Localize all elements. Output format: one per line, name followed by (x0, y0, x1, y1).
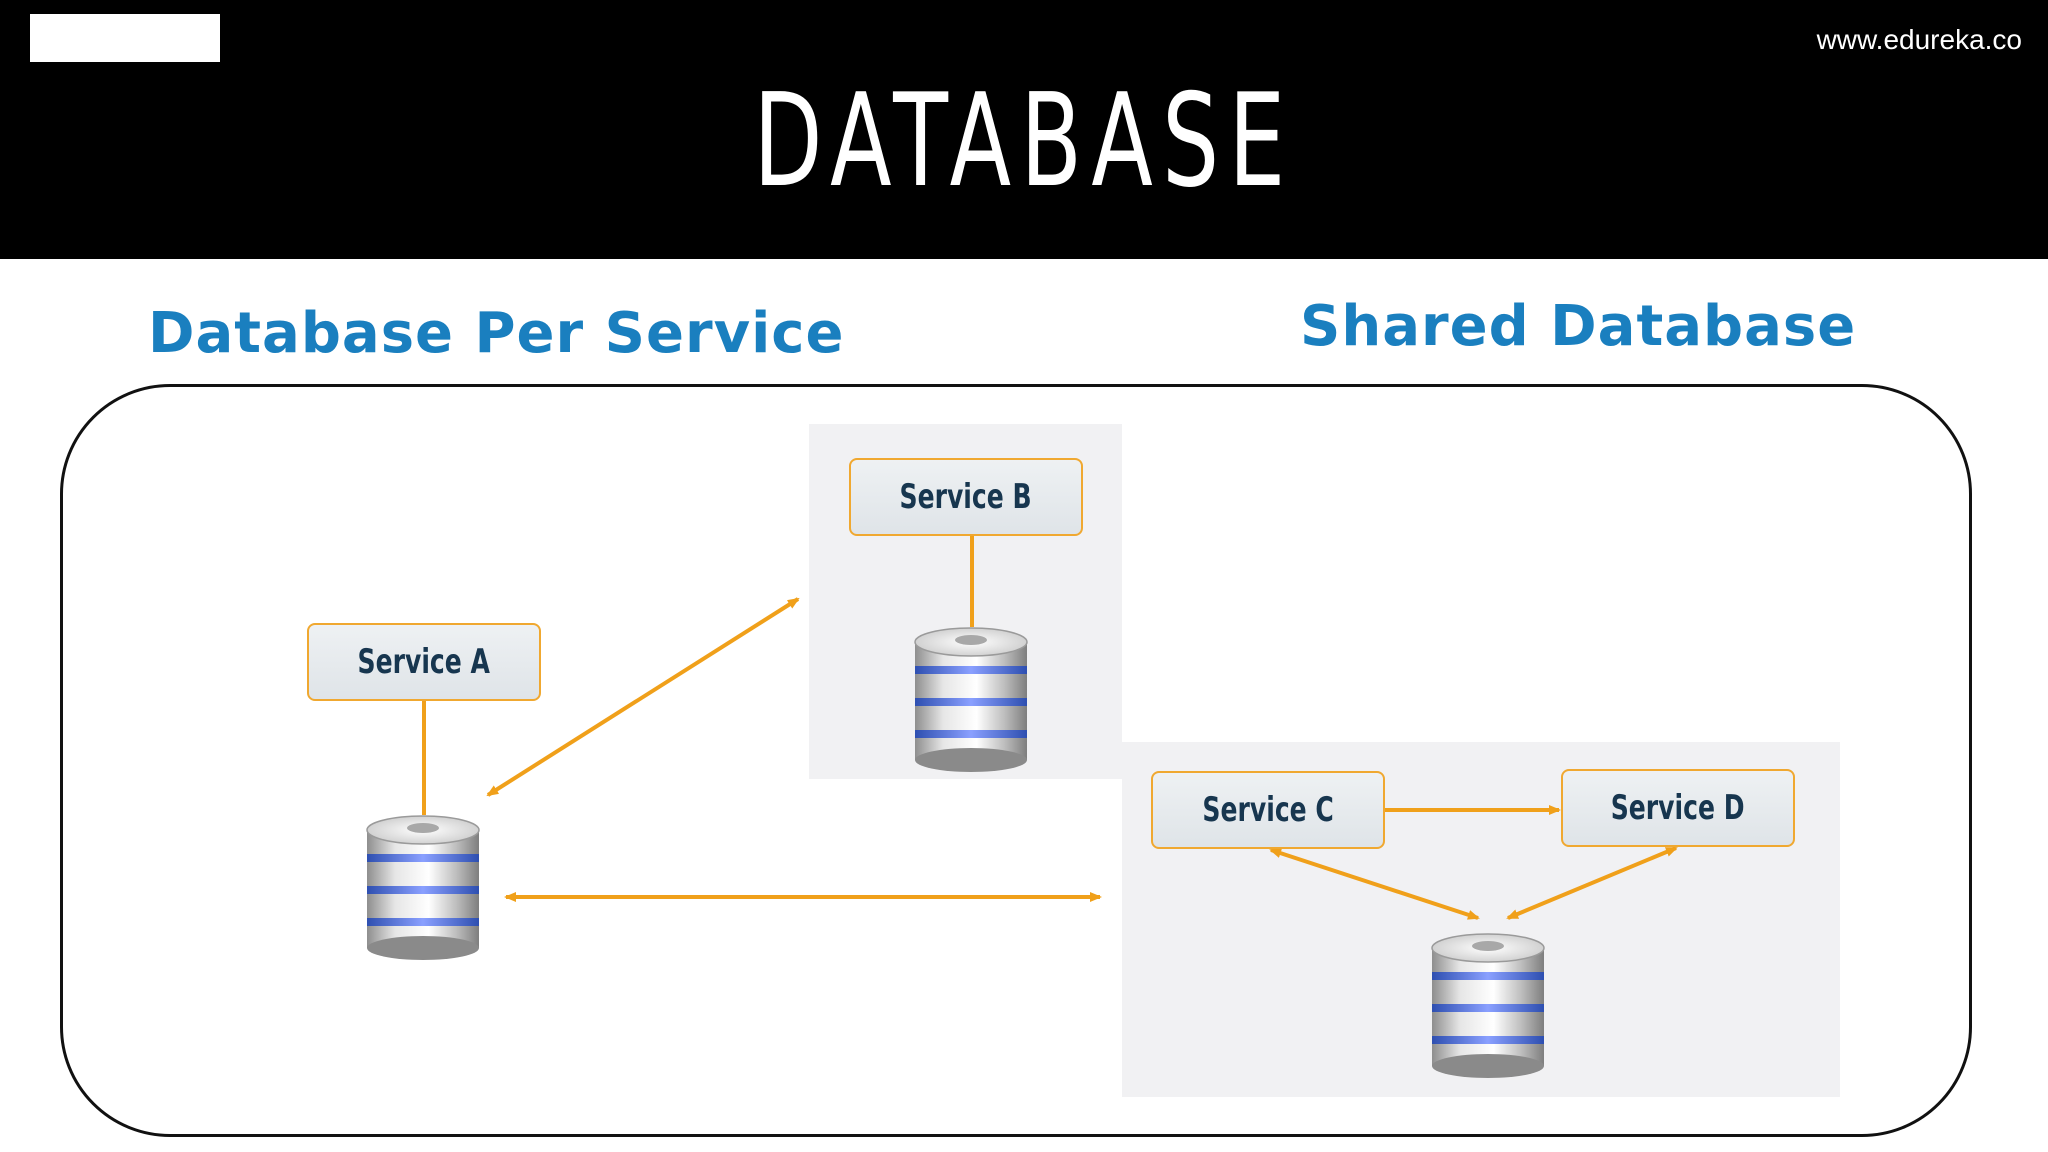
header-bar: www.edureka.co DATABASE (0, 0, 2048, 259)
arrow-service-d-to-shared-db (1506, 846, 1678, 920)
website-url: www.edureka.co (1816, 24, 2022, 55)
section-title-database-per-service: Database Per Service (148, 301, 845, 366)
diagram-frame (60, 384, 1972, 1137)
service-b-box: Service B (849, 458, 1083, 536)
database-icon (366, 815, 480, 960)
service-a-box: Service A (307, 623, 541, 701)
service-c-label: Service C (1202, 790, 1334, 830)
arrow-db-a-to-service-b (486, 597, 800, 797)
service-b-label: Service B (899, 477, 1033, 517)
arrow-service-c-to-shared-db (1269, 848, 1480, 920)
database-icon (1431, 933, 1545, 1078)
section-title-shared-database: Shared Database (1300, 294, 1857, 359)
database-icon (914, 627, 1028, 772)
service-d-box: Service D (1561, 769, 1795, 847)
service-c-box: Service C (1151, 771, 1385, 849)
logo-placeholder (30, 14, 220, 62)
page-title: DATABASE (753, 67, 1295, 216)
service-d-label: Service D (1611, 788, 1745, 828)
service-a-label: Service A (357, 642, 491, 682)
